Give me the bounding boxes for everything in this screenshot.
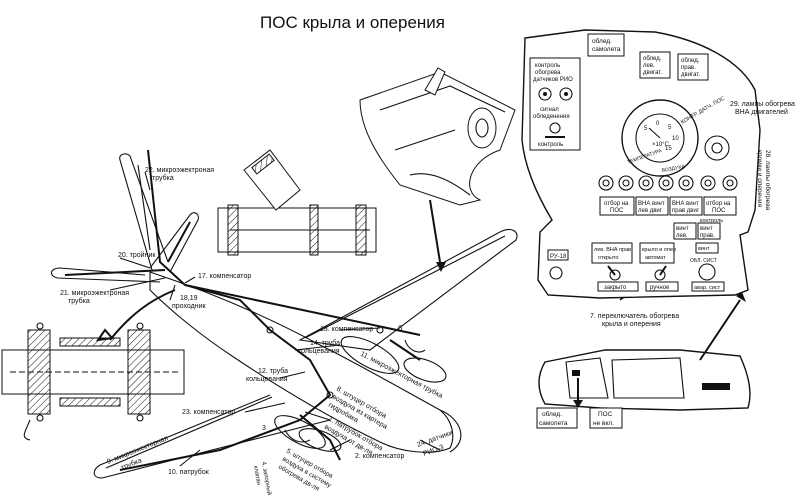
svg-text:отбор на: отбор на [604,201,629,207]
svg-text:7. переключатель обогрева: 7. переключатель обогрева [590,312,679,320]
label-3: 3 [262,425,266,432]
svg-text:прав.: прав. [681,65,696,71]
cockpit-panel: облед. самолета облед. лев. двигат. обле… [521,29,761,299]
svg-text:самолета: самолета [539,420,568,427]
label-22b: трубка [152,174,174,182]
svg-text:винт: винт [700,226,713,232]
label-4b: клапан [252,465,261,485]
svg-text:ВНА двигателей: ВНА двигателей [735,108,788,116]
svg-text:×10°C: ×10°C [652,142,670,148]
label-21b: трубка [68,297,90,305]
panel-obled-prav [677,53,709,81]
svg-text:винт: винт [698,246,710,252]
pipe-connector-detail [1,322,185,441]
label-12: 12. труба [258,367,288,375]
svg-text:обледенения: обледенения [533,114,570,120]
page-title: ПОС крыла и оперения [260,13,445,32]
svg-text:контроль: контроль [535,63,560,69]
svg-text:закрыто: закрыто [604,285,627,291]
svg-text:двигат.: двигат. [643,70,662,76]
svg-text:прав двиг: прав двиг [672,208,700,214]
svg-text:ручное: ручное [650,285,670,291]
svg-text:облед.: облед. [643,56,662,62]
panel-obled-samoleta [587,33,625,57]
label-10: 10. патрубок [168,468,210,476]
svg-text:контроль: контроль [538,142,563,148]
label-23: 23. компенсатор [182,409,235,416]
svg-text:крыло и опер: крыло и опер [642,247,676,253]
panel-obled-lev [639,51,671,79]
svg-text:обогрева: обогрева [535,70,561,76]
svg-text:лев.: лев. [676,233,688,239]
svg-text:ПОС: ПОС [712,208,726,214]
label-6: 6 [398,324,403,333]
svg-text:автомат: автомат [645,255,666,261]
svg-text:открыто: открыто [598,255,618,261]
label-17: 17. компенсатор [198,273,251,280]
label-21: 21. микроэжектроная [60,290,129,297]
lower-indicator-panel: облед. самолета ПОС не вкл. [536,292,751,429]
label-14b: кольцевания [298,348,340,355]
svg-text:10: 10 [672,136,679,142]
svg-text:5: 5 [668,125,672,131]
svg-text:авар. сист: авар. сист [694,285,721,291]
svg-text:ПОС: ПОС [598,411,613,418]
panel-labels: 29. лампы обогрева ВНА двигателей 28. ла… [590,100,795,328]
aircraft-drawing [50,149,518,479]
lamp-row [598,175,738,191]
svg-text:винт: винт [676,226,689,232]
svg-text:ВНА винт: ВНА винт [638,201,665,207]
svg-text:датчиков РИО: датчиков РИО [533,77,573,83]
svg-text:облед.: облед. [592,37,612,45]
svg-text:0: 0 [656,121,660,127]
label-20: 20. тройник [118,251,156,259]
label-2: 2. компенсатор [355,453,404,460]
signal-lamp-icon [549,122,561,134]
svg-text:28. лампы обогрева: 28. лампы обогрева [764,150,772,211]
toggle-wing-icon [654,269,666,281]
svg-text:контроль: контроль [700,218,723,224]
svg-text:облед.: облед. [681,58,700,64]
svg-text:крыла и оперения: крыла и оперения [602,321,661,328]
svg-text:сигнал: сигнал [540,107,559,113]
avar-knob [698,263,716,281]
label-12b: кольцевания [246,376,288,383]
svg-text:кромки и оперения: кромки и оперения [756,150,763,207]
svg-text:РУ-18: РУ-18 [550,254,567,260]
svg-text:самолета: самолета [592,46,621,53]
pos-sensor-knob [704,135,730,161]
svg-text:двигат.: двигат. [681,72,700,78]
svg-text:лев двиг: лев двиг [638,208,663,214]
label-11: 11. микроэжекторная трубка [359,350,444,400]
svg-text:прав.: прав. [700,233,715,239]
svg-text:15: 15 [665,146,672,152]
label-18-19: 18,19 [180,295,198,302]
svg-text:29. лампы обогрева: 29. лампы обогрева [730,100,795,108]
svg-text:ПОС: ПОС [610,208,624,214]
rio-lamp-right-icon [559,87,573,101]
svg-text:ОБЛ. СИСТ: ОБЛ. СИСТ [690,258,717,264]
label-4: 4. запорный [260,461,273,495]
svg-text:лев.: лев. [643,63,655,69]
svg-text:лев. ВНА прав.: лев. ВНА прав. [594,247,633,253]
svg-text:ВНА винт: ВНА винт [672,201,699,207]
svg-text:ВОЗДУХА: ВОЗДУХА [661,164,686,174]
toggle-left-icon [609,269,621,281]
svg-text:не вкл.: не вкл. [593,420,614,427]
svg-text:отбор на: отбор на [706,201,731,207]
label-22: 22. микроэжектроная [145,167,214,174]
label-13: 13. компенсатор [320,326,373,333]
ru18-knob [549,266,563,280]
tee-junction-detail [217,149,377,256]
svg-text:5: 5 [644,126,648,132]
wing-edge-detail [359,67,516,206]
label-14: 14. труба [310,339,340,347]
panel-rio-block [529,57,581,151]
label-18-19b: проходник [172,303,207,310]
svg-text:облед.: облед. [542,410,562,418]
rio-lamp-left-icon [538,87,552,101]
